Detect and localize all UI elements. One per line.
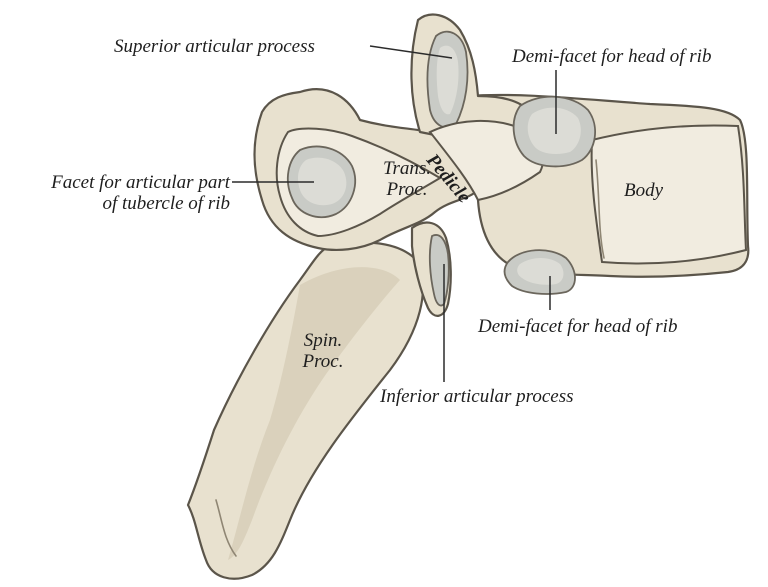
- label-inferior-articular-process: Inferior articular process: [380, 386, 574, 407]
- body-front-face: [590, 124, 748, 265]
- label-body: Body: [624, 180, 664, 201]
- label-trans-line1: Trans.: [382, 158, 432, 179]
- label-superior-articular-process: Superior articular process: [114, 36, 315, 57]
- label-spinous-process: Spin. Proc.: [288, 330, 358, 372]
- superior-facet-highlight: [436, 45, 459, 115]
- spinous-process-shade: [228, 267, 400, 560]
- leader-superior-articular: [369, 45, 453, 59]
- label-spin-line1: Spin.: [303, 330, 343, 351]
- upper-demi-facet-highlight: [527, 107, 581, 154]
- label-facet-tubercle: Facet for articular part of tubercle of …: [6, 172, 230, 214]
- label-transverse-process: Trans. Proc.: [372, 158, 442, 200]
- lower-demi-facet-highlight: [517, 258, 564, 285]
- tubercle-facet-highlight: [298, 157, 347, 206]
- label-facet-tubercle-line1: Facet for articular part: [51, 172, 230, 193]
- label-demi-facet-lower: Demi-facet for head of rib: [478, 316, 678, 337]
- label-spin-line2: Proc.: [302, 351, 344, 372]
- label-facet-tubercle-line2: of tubercle of rib: [102, 193, 230, 214]
- body-crease: [595, 159, 605, 259]
- label-demi-facet-upper: Demi-facet for head of rib: [512, 46, 712, 67]
- spinous-crease: [215, 499, 237, 557]
- label-trans-line2: Proc.: [386, 179, 428, 200]
